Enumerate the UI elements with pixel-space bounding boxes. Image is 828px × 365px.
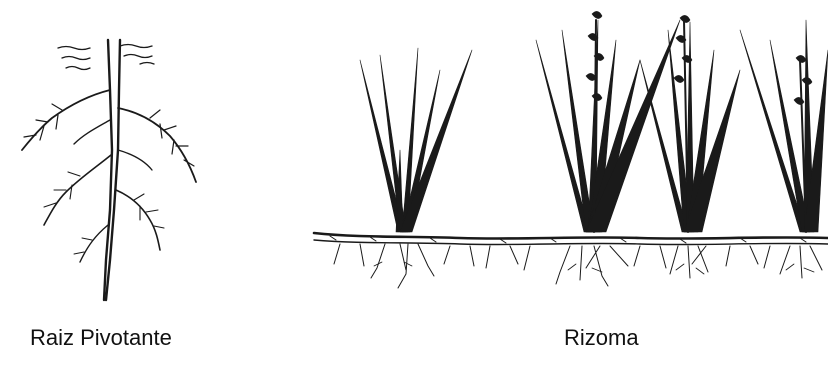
lateral-roots-right bbox=[116, 108, 196, 250]
shoot-2 bbox=[536, 11, 680, 232]
shoot-1 bbox=[360, 48, 472, 232]
rhizome-figure bbox=[300, 0, 828, 365]
lateral-roots-left bbox=[22, 90, 111, 262]
shoot-3 bbox=[640, 15, 740, 232]
taproot-figure: Raiz Pivotante bbox=[0, 0, 230, 365]
rhizome-stem bbox=[314, 233, 828, 245]
taproot-illustration bbox=[0, 0, 230, 320]
shoot-4 bbox=[740, 20, 828, 232]
rhizome-caption: Rizoma bbox=[564, 325, 639, 351]
main-root bbox=[104, 40, 120, 300]
fibrous-roots bbox=[334, 244, 822, 288]
soil-surface-lines bbox=[58, 45, 154, 70]
taproot-caption: Raiz Pivotante bbox=[30, 325, 172, 351]
rhizome-illustration bbox=[300, 0, 828, 320]
